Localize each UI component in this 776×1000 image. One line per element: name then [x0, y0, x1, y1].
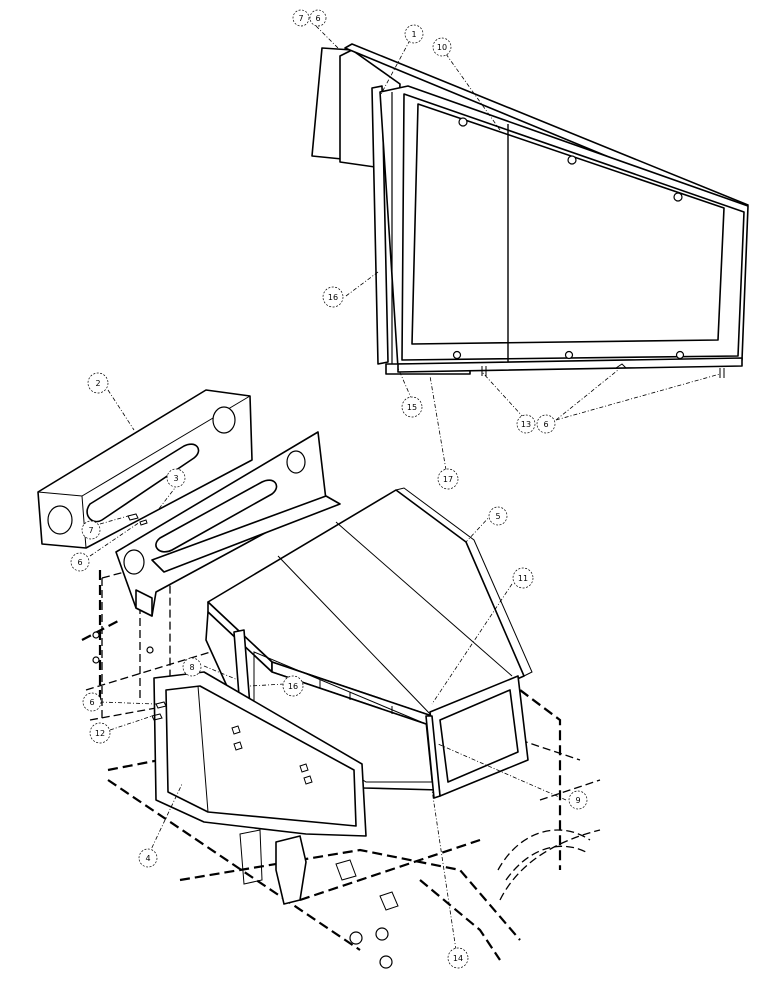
lower-panel-face: [197, 685, 209, 813]
front-seal-14: [425, 715, 441, 799]
callout-3: 3: [166, 468, 186, 488]
bracket-3-leg: [135, 589, 153, 617]
hinge-bracket-2: [239, 829, 399, 911]
svg-text:5: 5: [495, 512, 500, 521]
callout-5: 5: [488, 506, 508, 526]
bracket-2-hole: [212, 406, 236, 434]
callout-2: 2: [87, 372, 109, 394]
side-panel-clips: [319, 680, 393, 714]
bolt-7: [127, 513, 139, 521]
svg-text:12: 12: [95, 729, 105, 738]
screw-12: [151, 713, 163, 721]
callout-9: 9: [568, 790, 588, 810]
callout-6-low: 6: [82, 692, 102, 712]
callout-17: 17: [437, 468, 459, 490]
washer-6: [139, 519, 148, 526]
svg-text:17: 17: [443, 475, 453, 484]
front-window-glass: [439, 689, 519, 783]
svg-text:14: 14: [453, 954, 463, 963]
door-hole: [675, 350, 685, 360]
svg-text:2: 2: [95, 379, 100, 388]
door-hole: [673, 192, 683, 202]
post-hole: [92, 631, 100, 639]
callout-6-mid: 6: [70, 552, 90, 572]
callout-15: 15: [401, 396, 423, 418]
callout-13: 13: [516, 414, 536, 434]
callout-10-top: 10: [432, 37, 452, 57]
frame-arc: [497, 829, 591, 871]
frame-arc-2: [505, 845, 587, 881]
post-hole: [146, 646, 154, 654]
svg-text:3: 3: [173, 474, 178, 483]
door-glass: [411, 103, 725, 345]
callout-8: 8: [182, 657, 202, 677]
callout-6-right: 6: [536, 414, 556, 434]
door-hole: [458, 117, 468, 127]
bracket-2-hole: [47, 505, 73, 535]
lower-panel-bolts: [231, 725, 313, 785]
door-hole: [564, 350, 574, 360]
lower-cab-assembly: [37, 389, 601, 969]
svg-text:6: 6: [543, 420, 548, 429]
left-post: [101, 559, 171, 720]
upper-door-assembly: [311, 43, 749, 378]
svg-text:16: 16: [328, 293, 338, 302]
svg-text:11: 11: [518, 574, 528, 583]
hinge-bracket: [275, 835, 307, 905]
door-hole: [567, 155, 577, 165]
svg-text:4: 4: [145, 854, 150, 863]
svg-text:7: 7: [298, 14, 303, 23]
screw-6: [155, 701, 167, 709]
callout-14: 14: [447, 947, 469, 969]
svg-text:6: 6: [77, 558, 82, 567]
bracket-3-flange: [151, 495, 341, 573]
lug-hole: [375, 927, 389, 941]
callout-11: 11: [512, 567, 534, 589]
svg-text:13: 13: [521, 420, 531, 429]
bracket-2-slot: [86, 443, 200, 523]
callout-16-mid: 16: [282, 675, 304, 697]
bracket-3-hole: [286, 450, 306, 474]
bracket-3-slot: [155, 479, 278, 553]
roof-cover-crease-1: [277, 555, 433, 717]
svg-text:9: 9: [575, 796, 580, 805]
callout-6-top: 6: [309, 9, 327, 27]
bracket-2-edge: [81, 495, 87, 549]
roof-cover-edge: [395, 487, 533, 677]
callout-bubbles: 7 6 1 10 16 15 13 6: [70, 9, 588, 969]
svg-text:10: 10: [437, 43, 447, 52]
callout-16-top: 16: [322, 286, 344, 308]
bracket-3-hole: [123, 549, 145, 575]
lower-panel-inner: [165, 685, 357, 827]
door-bottom-rail: [397, 357, 743, 373]
fastener-13: [481, 366, 487, 376]
callout-1: 1: [404, 24, 424, 44]
frame-outline-dashed-2: [85, 639, 601, 901]
door-seal-strip: [371, 85, 389, 365]
svg-text:7: 7: [88, 526, 93, 535]
leader-lines: [89, 25, 721, 951]
svg-text:15: 15: [407, 403, 417, 412]
svg-text:6: 6: [89, 698, 94, 707]
door-hole: [452, 350, 462, 360]
frame-outline-dashed: [81, 570, 562, 961]
callout-7-top: 7: [292, 9, 310, 27]
svg-text:16: 16: [288, 682, 298, 691]
svg-text:6: 6: [315, 14, 320, 23]
post-hole: [92, 656, 100, 664]
fastener-6-right: [615, 363, 725, 378]
lug-hole: [349, 931, 363, 945]
callout-7-mid: 7: [81, 520, 101, 540]
callout-4: 4: [138, 848, 158, 868]
callout-12: 12: [89, 722, 111, 744]
roof-cover-crease-2: [335, 521, 513, 677]
svg-text:8: 8: [189, 663, 194, 672]
svg-text:1: 1: [411, 30, 416, 39]
lug-hole: [379, 955, 393, 969]
